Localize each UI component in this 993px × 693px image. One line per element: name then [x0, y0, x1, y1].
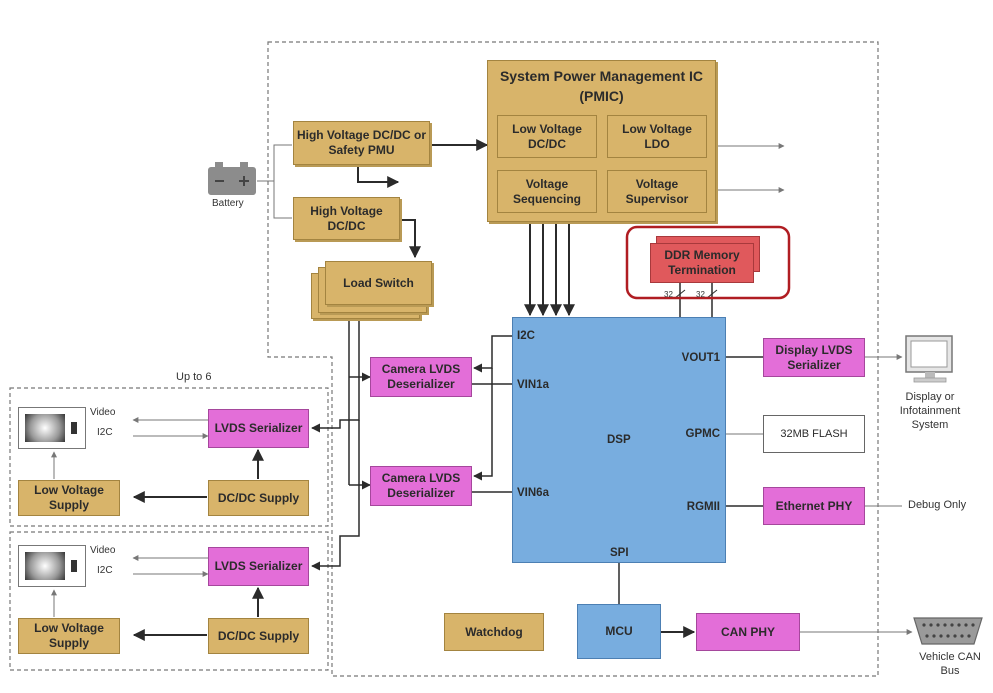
- camera-1-i2c-label: I2C: [97, 427, 113, 438]
- lvds-serializer-1: LVDS Serializer: [208, 409, 309, 448]
- camera-deserializer-2: Camera LVDS Deserializer: [370, 466, 472, 506]
- pmic-low-voltage-ldo: Low Voltage LDO: [607, 115, 707, 158]
- dsp-pin-vout1: VOUT1: [681, 352, 720, 364]
- hv-dcdc-safety-pmu: High Voltage DC/DC or Safety PMU: [293, 121, 430, 165]
- pmic-voltage-supervisor: Voltage Supervisor: [607, 170, 707, 213]
- camera-2-i2c-label: I2C: [97, 565, 113, 576]
- dsp-label: DSP: [607, 434, 631, 446]
- low-voltage-supply-2: Low Voltage Supply: [18, 618, 120, 654]
- camera-lens-icon: [25, 414, 65, 442]
- can-phy: CAN PHY: [696, 613, 800, 651]
- camera-2: [18, 545, 86, 587]
- camera-deserializer-1: Camera LVDS Deserializer: [370, 357, 472, 397]
- ddr-memory-termination: DDR Memory Termination: [650, 243, 754, 283]
- hv-dcdc: High Voltage DC/DC: [293, 197, 400, 240]
- camera-connector-icon: [71, 422, 77, 434]
- dsp-pin-vin6a: VIN6a: [517, 487, 549, 499]
- pmic-low-voltage-dcdc: Low Voltage DC/DC: [497, 115, 597, 158]
- monitor-icon: [905, 335, 953, 383]
- flash-32mb: 32MB FLASH: [763, 415, 865, 453]
- pmic-subtitle: (PMIC): [579, 88, 624, 104]
- camera-group-2-boundary: [9, 531, 329, 671]
- low-voltage-supply-1: Low Voltage Supply: [18, 480, 120, 516]
- vehicle-can-label: Vehicle CAN Bus: [919, 651, 981, 677]
- dcdc-supply-2: DC/DC Supply: [208, 618, 309, 654]
- camera-lens-icon: [25, 552, 65, 580]
- camera-group-label: Up to 6: [176, 371, 212, 383]
- camera-connector-icon: [71, 560, 77, 572]
- pmic-title: System Power Management IC: [499, 68, 704, 84]
- load-switch: Load Switch: [325, 261, 432, 305]
- ddr-highlight: [625, 225, 791, 300]
- dsp-pin-spi: SPI: [610, 547, 629, 559]
- dcdc-supply-1: DC/DC Supply: [208, 480, 309, 516]
- battery-icon: [208, 162, 256, 195]
- lvds-serializer-2: LVDS Serializer: [208, 547, 309, 586]
- display-lvds-serializer: Display LVDS Serializer: [763, 338, 865, 377]
- dsp-pin-vin1a: VIN1a: [517, 379, 549, 391]
- battery-label: Battery: [212, 198, 244, 209]
- dsp-pin-i2c: I2C: [517, 330, 535, 342]
- system-boundary: [267, 41, 879, 677]
- ddr-pin-label-1: 32: [664, 290, 673, 299]
- dsp-pin-rgmii: RGMII: [686, 501, 720, 513]
- can-connector-icon: [913, 617, 983, 645]
- debug-only-label: Debug Only: [908, 499, 967, 511]
- ethernet-phy: Ethernet PHY: [763, 487, 865, 525]
- dsp-block: DSP I2C VIN1a VIN6a VOUT1 GPMC RGMII SPI: [512, 317, 726, 563]
- ddr-pin-label-2: 32: [696, 290, 705, 299]
- display-system-label: Display or Infotainment System: [899, 391, 961, 431]
- camera-1-video-label: Video: [90, 407, 116, 418]
- camera-group-1-boundary: [9, 387, 329, 527]
- dsp-pin-gpmc: GPMC: [685, 428, 721, 440]
- watchdog: Watchdog: [444, 613, 544, 651]
- mcu: MCU: [577, 604, 661, 659]
- pmic-voltage-sequencing: Voltage Sequencing: [497, 170, 597, 213]
- camera-1: [18, 407, 86, 449]
- camera-2-video-label: Video: [90, 545, 116, 556]
